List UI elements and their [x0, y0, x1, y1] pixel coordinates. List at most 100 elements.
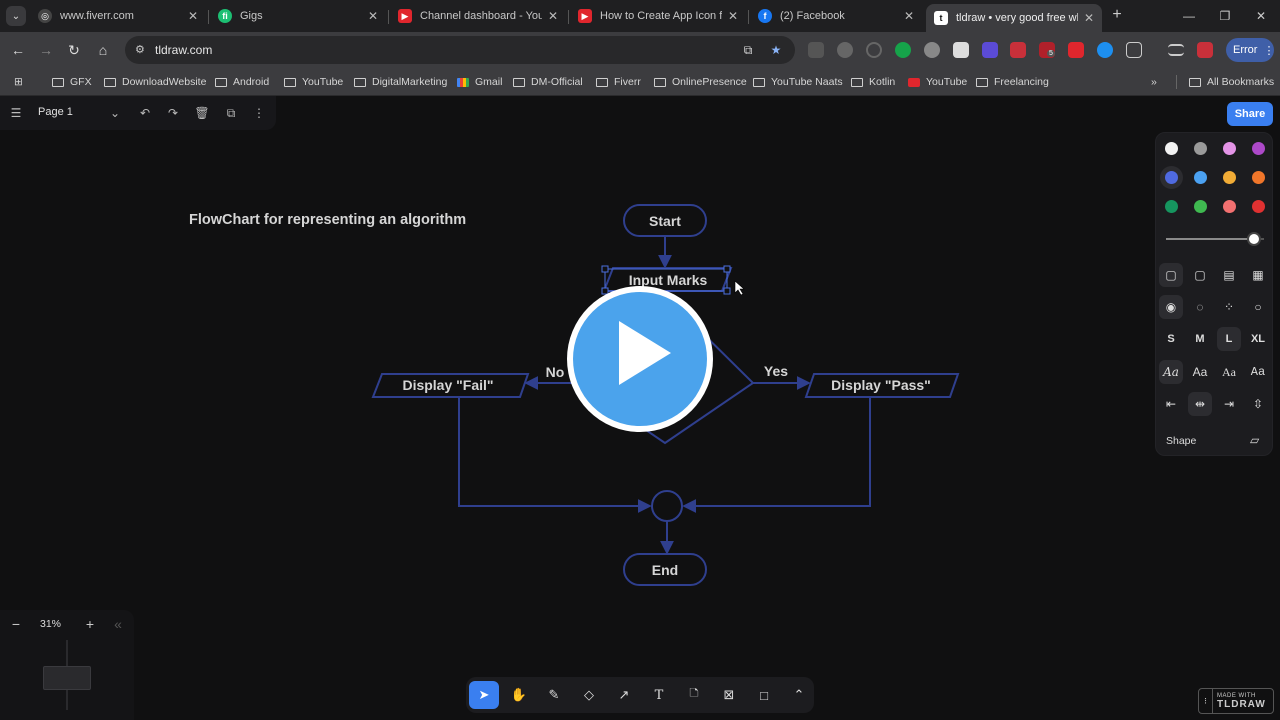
font-draw-button[interactable]: Aa	[1159, 360, 1183, 384]
bookmark-folder[interactable]: Android	[215, 74, 269, 90]
bookmark-folder[interactable]: Fiverr	[596, 74, 641, 90]
reading-list-icon[interactable]	[1168, 44, 1184, 56]
bookmark-star-icon[interactable]: ★	[770, 43, 782, 57]
hand-tool-icon[interactable]: ✋	[510, 687, 528, 702]
main-menu-icon[interactable]: ☰	[10, 106, 22, 120]
color-swatch-yellow[interactable]	[1223, 171, 1236, 184]
bookmark-folder[interactable]: DigitalMarketing	[354, 74, 447, 90]
loading-extension-icon[interactable]	[866, 42, 882, 58]
tab-fiverr[interactable]: ◎ www.fiverr.com ✕	[30, 3, 206, 29]
color-swatch-violet[interactable]	[1252, 142, 1265, 155]
size-s-button[interactable]: S	[1167, 333, 1175, 345]
chevron-down-icon[interactable]: ⌄	[109, 106, 121, 120]
fill-none-icon[interactable]: ▢	[1159, 263, 1183, 287]
profile-error-button[interactable]: Error ⋮	[1226, 38, 1274, 62]
vpn-extension-icon[interactable]	[924, 42, 940, 58]
fill-pattern-icon[interactable]: ▦	[1252, 268, 1264, 282]
display-fail-shape[interactable]	[371, 373, 530, 398]
red-extension-icon[interactable]	[1010, 42, 1026, 58]
made-with-tldraw-badge[interactable]: ⁝ MADE WITH TLDRAW	[1198, 688, 1274, 714]
flowchart-title[interactable]: FlowChart for representing an algorithm	[189, 212, 466, 228]
font-mono-button[interactable]: Aa	[1250, 365, 1266, 379]
page-name[interactable]: Page 1	[38, 106, 73, 118]
opacity-thumb[interactable]	[1247, 232, 1262, 246]
close-tab-icon[interactable]: ✕	[367, 9, 378, 23]
back-icon[interactable]: ←	[11, 42, 25, 58]
tab-search-icon[interactable]: ⌄	[6, 6, 26, 26]
merge-connector-circle[interactable]	[651, 490, 683, 522]
bookmark-folder[interactable]: DownloadWebsite	[104, 74, 206, 90]
camera-extension-icon[interactable]	[837, 42, 853, 58]
close-tab-icon[interactable]: ✕	[903, 9, 914, 23]
site-info-icon[interactable]: ⚙	[135, 44, 145, 56]
eraser-tool-icon[interactable]: ◇	[584, 687, 594, 702]
fill-semi-icon[interactable]: ▢	[1194, 268, 1206, 282]
blue-extension-icon[interactable]	[1097, 42, 1113, 58]
color-swatch-light-red[interactable]	[1223, 200, 1236, 213]
close-tab-icon[interactable]: ✕	[547, 9, 558, 23]
play-button[interactable]	[567, 286, 713, 432]
close-tab-icon[interactable]: ✕	[727, 9, 738, 23]
minimap-viewport[interactable]	[43, 666, 91, 690]
tubebuddy-extension-icon[interactable]: 5	[1039, 42, 1055, 58]
color-swatch-orange[interactable]	[1252, 171, 1265, 184]
text-tool-icon[interactable]: T	[654, 687, 664, 703]
vertical-align-icon[interactable]: ⇳	[1252, 397, 1264, 411]
dash-dotted-icon[interactable]: ⁘	[1223, 300, 1235, 314]
bookmark-link[interactable]: YouTube	[908, 74, 967, 90]
dash-dashed-icon[interactable]: ◌	[1196, 300, 1204, 314]
bookmark-folder[interactable]: DM-Official	[513, 74, 583, 90]
bookmark-folder[interactable]: GFX	[52, 74, 92, 90]
image-tool-icon[interactable]: ⊠	[723, 687, 735, 702]
align-middle-icon[interactable]: ⇹	[1188, 392, 1212, 416]
bookmark-folder[interactable]: Freelancing	[976, 74, 1049, 90]
color-swatch-light-violet[interactable]	[1223, 142, 1236, 155]
draw-tool-icon[interactable]: ✎	[548, 687, 560, 702]
all-bookmarks-folder[interactable]: All Bookmarks	[1189, 74, 1274, 90]
delete-icon[interactable]: 🗑	[194, 106, 210, 120]
dash-solid-icon[interactable]: ○	[1254, 300, 1262, 314]
size-xl-button[interactable]: XL	[1250, 333, 1266, 345]
resize-handle[interactable]	[723, 287, 731, 295]
arrow-tool-icon[interactable]: ↗	[618, 687, 630, 702]
tab-gigs[interactable]: fi Gigs ✕	[210, 3, 386, 29]
size-m-button[interactable]: M	[1195, 333, 1205, 345]
color-swatch-grey[interactable]	[1194, 142, 1207, 155]
color-swatch-blue[interactable]	[1165, 171, 1178, 184]
notion-extension-icon[interactable]	[953, 42, 969, 58]
select-tool-icon[interactable]: ➤	[469, 681, 499, 709]
omnibox[interactable]: ⚙ tldraw.com ⧉ ★	[125, 36, 795, 64]
duplicate-icon[interactable]: ⧉	[226, 106, 236, 120]
bookmark-folder[interactable]: YouTube	[284, 74, 343, 90]
reload-icon[interactable]: ↻	[68, 42, 80, 58]
forward-icon[interactable]: →	[39, 42, 53, 58]
eyedropper-extension-icon[interactable]	[808, 42, 824, 58]
undo-icon[interactable]: ↶	[139, 106, 151, 120]
close-tab-icon[interactable]: ✕	[1083, 11, 1094, 25]
extensions-puzzle-icon[interactable]	[1126, 42, 1142, 58]
opacity-slider[interactable]	[1166, 232, 1264, 246]
tab-tldraw[interactable]: t tldraw • very good free whiteboard ✕	[926, 4, 1102, 32]
note-tool-icon[interactable]: 🗅	[689, 685, 699, 700]
dash-draw-icon[interactable]: ◉	[1159, 295, 1183, 319]
bookmark-folder[interactable]: OnlinePresence	[654, 74, 747, 90]
align-end-icon[interactable]: ⇥	[1223, 397, 1235, 411]
apps-grid-icon[interactable]: ⊞	[14, 76, 23, 88]
redo-icon[interactable]: ↷	[167, 106, 179, 120]
new-tab-icon[interactable]: +	[1112, 6, 1122, 23]
tab-facebook[interactable]: f (2) Facebook ✕	[750, 3, 922, 29]
collapse-minimap-icon[interactable]: «	[114, 616, 122, 632]
share-button[interactable]: Share	[1227, 102, 1273, 126]
bookmark-folder[interactable]: YouTube Naats	[753, 74, 843, 90]
end-terminal-shape[interactable]	[623, 553, 707, 586]
zoom-in-icon[interactable]: +	[85, 616, 95, 632]
close-window-icon[interactable]: ✕	[1255, 9, 1267, 23]
font-sans-button[interactable]: Aa	[1192, 365, 1208, 379]
color-swatch-red[interactable]	[1252, 200, 1265, 213]
tab-youtube-dashboard[interactable]: ▶ Channel dashboard - YouTube ✕	[390, 3, 566, 29]
size-l-button[interactable]: L	[1217, 327, 1241, 351]
parallelogram-shape-icon[interactable]: ▱	[1250, 433, 1260, 447]
font-serif-button[interactable]: Aa	[1222, 364, 1236, 379]
bookmark-folder[interactable]: Kotlin	[851, 74, 895, 90]
resize-handle[interactable]	[601, 265, 609, 273]
